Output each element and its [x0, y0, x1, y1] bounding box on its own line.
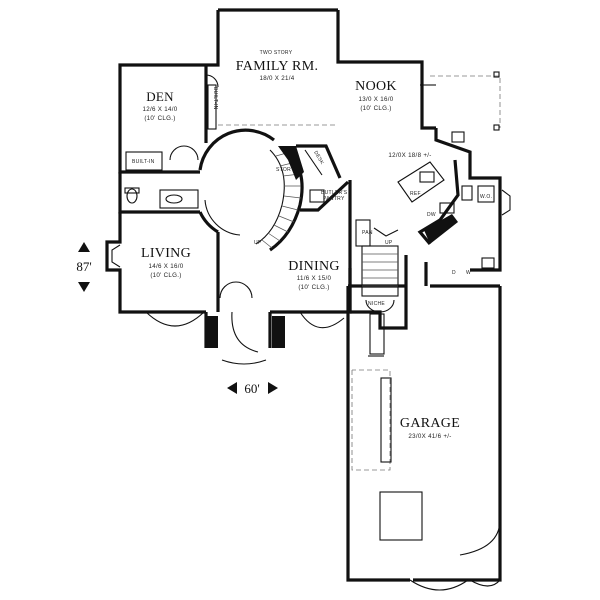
living-name: LIVING	[141, 246, 191, 261]
dining-name: DINING	[288, 259, 340, 274]
width-dimension: 60'	[227, 381, 278, 396]
niche-label: NICHE	[368, 301, 385, 307]
arrow-down-icon	[78, 282, 90, 292]
interior-details	[111, 71, 511, 591]
back-stair-treads	[362, 253, 398, 287]
kitchen-size: 12/0X 18/8 +/-	[388, 152, 431, 159]
family-room-size: 18/0 X 21/4	[260, 75, 295, 82]
nook-ceiling: (10' CLG.)	[360, 105, 391, 112]
pan-label: PAN	[362, 230, 373, 236]
stor-label: STOR	[276, 167, 291, 173]
up-stair-label: UP	[254, 240, 262, 246]
depth-dimension: 87'	[76, 242, 92, 292]
family-room-note: TWO STORY	[260, 50, 293, 56]
arrow-up-icon	[78, 242, 90, 252]
living-size: 14/6 X 16/0	[149, 263, 184, 270]
dining-ceiling: (10' CLG.)	[298, 284, 329, 291]
family-room-name: FAMILY RM.	[236, 59, 319, 74]
pantry-label: PANTRY	[323, 196, 345, 202]
dw-label: DW	[427, 212, 436, 218]
width-dimension-label: 60'	[244, 381, 259, 396]
room-labels: TWO STORY FAMILY RM. 18/0 X 21/4 NOOK 13…	[141, 50, 460, 440]
washer-label: W	[466, 270, 471, 276]
dryer-label: D	[452, 270, 456, 276]
nook-name: NOOK	[355, 79, 397, 94]
entry-columns	[205, 316, 285, 348]
up-upper-label: UP	[385, 240, 393, 246]
depth-dimension-label: 87'	[76, 259, 91, 274]
garage-size: 23/0X 41/6 +/-	[408, 433, 451, 440]
den-ceiling: (10' CLG.)	[144, 115, 175, 122]
den-name: DEN	[146, 89, 174, 104]
nook-size: 13/0 X 16/0	[359, 96, 394, 103]
living-ceiling: (10' CLG.)	[150, 272, 181, 279]
butlers-label: BUTLER'S	[321, 190, 348, 196]
wall-oven-label: W.O.	[480, 194, 492, 200]
detail-labels: BUILT-IN BUILT-IN DESK STOR BUTLER'S PAN…	[132, 87, 492, 307]
arrow-right-icon	[268, 382, 278, 394]
dining-size: 11/6 X 15/0	[297, 275, 332, 282]
den-size: 12/6 X 14/0	[143, 106, 178, 113]
built-in-vertical-label: BUILT-IN	[212, 87, 218, 110]
built-in-label: BUILT-IN	[132, 159, 155, 165]
garage-name: GARAGE	[400, 416, 460, 431]
ref-label: REF	[410, 191, 421, 197]
arrow-left-icon	[227, 382, 237, 394]
